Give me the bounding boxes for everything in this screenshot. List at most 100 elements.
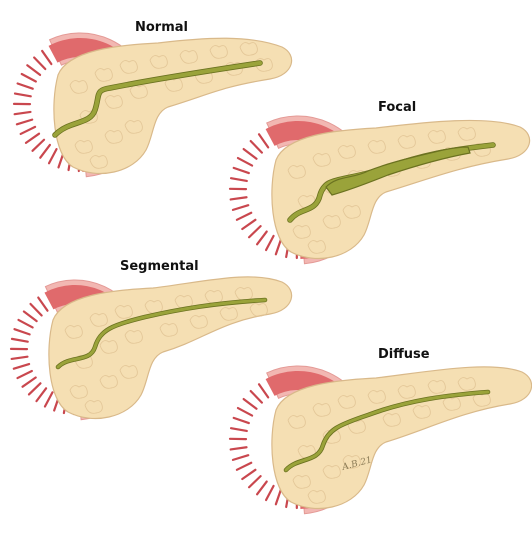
panel-title-segmental: Segmental	[120, 259, 199, 274]
pancreas-lobule	[397, 135, 416, 149]
duodenum-fold	[241, 468, 257, 481]
duodenum-fold	[229, 427, 248, 433]
duodenum-fold	[15, 118, 34, 126]
pancreas-lobule	[292, 225, 311, 239]
pancreas-lobule	[89, 155, 108, 169]
pancreas-lobule	[397, 385, 416, 399]
pancreas-lobule	[412, 405, 431, 419]
pancreas-lobule	[239, 42, 258, 56]
duodenum-fold	[231, 204, 250, 211]
pancreas-lobule	[69, 385, 88, 399]
duodenum-fold	[13, 110, 32, 116]
duodenum-fold	[264, 234, 275, 252]
duodenum-fold	[231, 454, 250, 461]
duodenum-fold	[235, 211, 253, 221]
duodenum-fold	[37, 296, 49, 312]
pancreas-illustration-diffuse: A.B.21	[228, 365, 532, 515]
pancreas-lobule	[427, 380, 446, 394]
duodenum-fold	[27, 382, 42, 396]
pancreas-lobule	[342, 205, 361, 219]
duodenum-fold	[20, 72, 37, 83]
duodenum-fold	[229, 446, 248, 451]
duodenum-fold	[31, 138, 46, 152]
pancreas-lobule	[292, 475, 311, 489]
panel-segmental: Segmental	[0, 255, 300, 430]
pancreas-lobule	[307, 490, 326, 504]
pancreas-lobule	[84, 400, 103, 414]
pancreas-lobule	[254, 58, 273, 72]
duodenum-fold	[236, 406, 254, 417]
pancreas-lobule	[322, 465, 341, 479]
pancreas-lobule	[64, 325, 83, 339]
duct-dilation-focal	[325, 146, 471, 196]
duodenum-fold	[22, 310, 38, 323]
duodenum-fold	[242, 147, 258, 160]
pancreas-lobule	[79, 110, 98, 124]
duodenum-fold	[229, 177, 248, 183]
duodenum-fold	[24, 132, 41, 144]
duodenum-fold	[257, 383, 270, 399]
pancreas	[271, 119, 531, 260]
pancreas-lobule	[104, 130, 123, 144]
duodenum-fold	[16, 82, 34, 90]
pancreas-lobule	[104, 95, 123, 109]
pancreas-lobule	[312, 403, 331, 417]
pancreas-lobule	[322, 215, 341, 229]
panel-focal: Focal	[228, 95, 532, 285]
duodenum-fold	[257, 133, 270, 149]
duodenum-fold	[47, 148, 58, 165]
pancreas-lobule	[287, 165, 306, 179]
pancreas-lobule	[114, 305, 133, 319]
pancreas-lobule	[124, 330, 143, 344]
duodenum-fold	[33, 56, 47, 71]
duodenum-fold	[247, 475, 262, 489]
pancreatic-duct	[284, 390, 490, 472]
duodenum-fold	[229, 196, 248, 201]
pancreas-lobule	[249, 303, 268, 317]
panel-title-focal: Focal	[378, 100, 417, 115]
pancreas-lobule	[99, 375, 118, 389]
pancreas-lobule	[322, 430, 341, 444]
duodenum-fold	[39, 143, 52, 159]
panel-normal: Normal	[0, 0, 300, 200]
duodenum-fold	[235, 461, 253, 471]
pancreas-lobule	[124, 120, 143, 134]
pancreas-lobule	[307, 240, 326, 254]
pancreas	[48, 276, 293, 420]
duodenum-fold	[232, 416, 250, 425]
duodenum-fold	[13, 328, 31, 336]
duodenum-fold	[35, 387, 48, 403]
pancreas-lobule	[457, 127, 476, 141]
pancreas-lobule	[337, 395, 356, 409]
pancreas-lobule	[312, 153, 331, 167]
duodenum-fold	[264, 484, 275, 502]
duodenum-fold	[247, 225, 262, 239]
pancreas-lobule	[74, 140, 93, 154]
pancreas-lobule	[119, 60, 138, 74]
pancreas-lobules	[64, 287, 268, 414]
panel-title-normal: Normal	[135, 20, 188, 35]
pancreas-lobule	[89, 313, 108, 327]
duodenum-fold	[242, 397, 258, 410]
pancreas-lobule	[367, 140, 386, 154]
duodenum-fold	[241, 218, 257, 231]
pancreas-lobule	[144, 300, 163, 314]
pancreas-illustration-focal	[228, 115, 531, 265]
pancreas-lobule	[69, 80, 88, 94]
pancreas-lobule	[367, 390, 386, 404]
pancreas-lobule	[342, 455, 361, 469]
pancreas-lobules	[69, 42, 273, 169]
pancreatic-duct	[56, 298, 267, 369]
duodenum-fold	[255, 480, 268, 496]
duodenum-fold	[12, 362, 31, 370]
pancreas	[53, 37, 293, 175]
duodenum-fold	[10, 337, 29, 343]
duodenum-fold	[21, 376, 37, 388]
pancreas-lobule	[99, 340, 118, 354]
pancreas-lobule	[159, 323, 178, 337]
duodenum-fold	[255, 230, 268, 246]
duodenum-fold	[249, 389, 263, 404]
pancreas-lobule	[219, 307, 238, 321]
duodenum-fold	[274, 488, 283, 506]
pancreas-lobule	[119, 365, 138, 379]
